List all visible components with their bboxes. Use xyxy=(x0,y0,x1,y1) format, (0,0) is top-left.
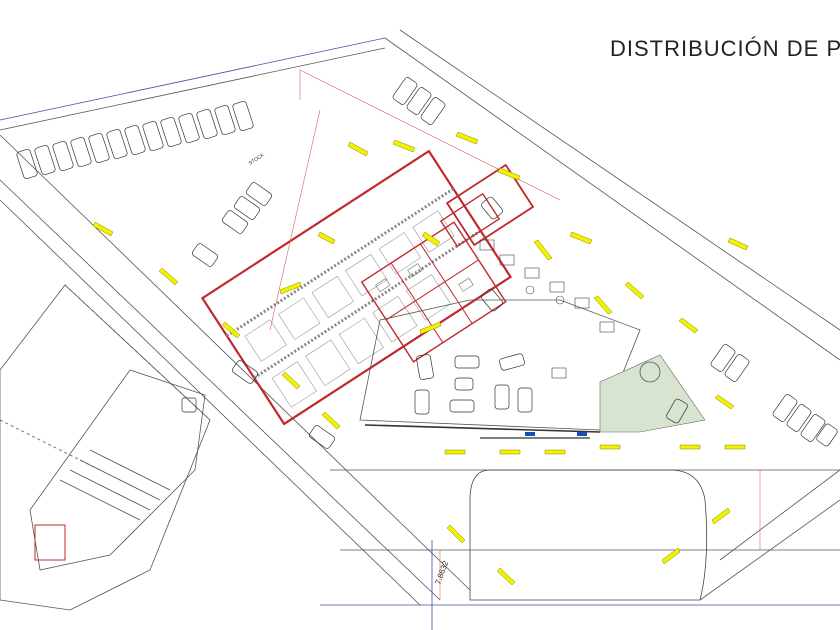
arrow xyxy=(544,449,566,455)
arrow xyxy=(727,237,749,251)
arrow xyxy=(724,444,746,450)
arrow xyxy=(711,507,731,525)
showroom-furniture xyxy=(479,239,615,379)
arrow xyxy=(158,267,179,286)
red-box-2 xyxy=(439,192,501,248)
showroom-cars xyxy=(414,196,688,424)
arrow xyxy=(499,449,521,455)
arrow xyxy=(496,567,516,586)
main-warehouse xyxy=(200,149,513,426)
road-edge-2 xyxy=(0,199,421,606)
arrow xyxy=(92,221,114,237)
arrow xyxy=(569,231,593,245)
arrow xyxy=(455,131,479,145)
arrow xyxy=(347,141,369,157)
arrow xyxy=(533,239,553,261)
arrow xyxy=(714,394,735,410)
right-road-edge xyxy=(384,37,840,361)
parking-row-top xyxy=(16,100,254,180)
parking-left-lot xyxy=(181,182,336,449)
right-road-edge-2 xyxy=(399,29,840,331)
offices xyxy=(360,221,507,363)
site-boundaries xyxy=(0,29,840,630)
road-edge-3 xyxy=(0,134,471,591)
right-diag xyxy=(719,469,840,561)
showroom-floor xyxy=(359,299,641,439)
reception-box xyxy=(445,163,535,247)
dimension-lines xyxy=(269,69,761,600)
left-building-red-room xyxy=(34,524,66,561)
arrow xyxy=(419,321,442,335)
arrow xyxy=(281,371,301,390)
arrow xyxy=(279,281,302,295)
arrow xyxy=(599,444,621,450)
parking-row-right-top xyxy=(392,77,446,125)
arrow xyxy=(392,139,416,153)
roundabout xyxy=(469,469,708,601)
road-edge-1 xyxy=(0,179,441,601)
arrow xyxy=(497,167,521,181)
parking-row-right xyxy=(710,344,838,447)
plan-title: DISTRIBUCIÓN DE P xyxy=(610,36,840,61)
traffic-arrows xyxy=(92,131,749,586)
arrow xyxy=(678,317,699,334)
garden-area xyxy=(599,354,706,433)
arrow xyxy=(221,321,241,339)
arrow xyxy=(446,524,466,544)
arrow xyxy=(444,449,466,455)
arrow xyxy=(317,231,336,245)
left-building xyxy=(0,284,211,611)
arrow xyxy=(679,444,701,450)
arrow xyxy=(593,295,613,315)
dimension-label: 7.8632 xyxy=(433,559,450,586)
fountain xyxy=(639,361,661,383)
stock-label: STOCK xyxy=(248,152,266,167)
arrow xyxy=(624,281,645,300)
arrow xyxy=(661,547,681,565)
right-diag-2 xyxy=(699,499,840,601)
top-boundary xyxy=(0,47,386,131)
arrow xyxy=(421,231,441,247)
top-boundary-blue xyxy=(0,37,386,121)
arrow xyxy=(321,411,341,430)
